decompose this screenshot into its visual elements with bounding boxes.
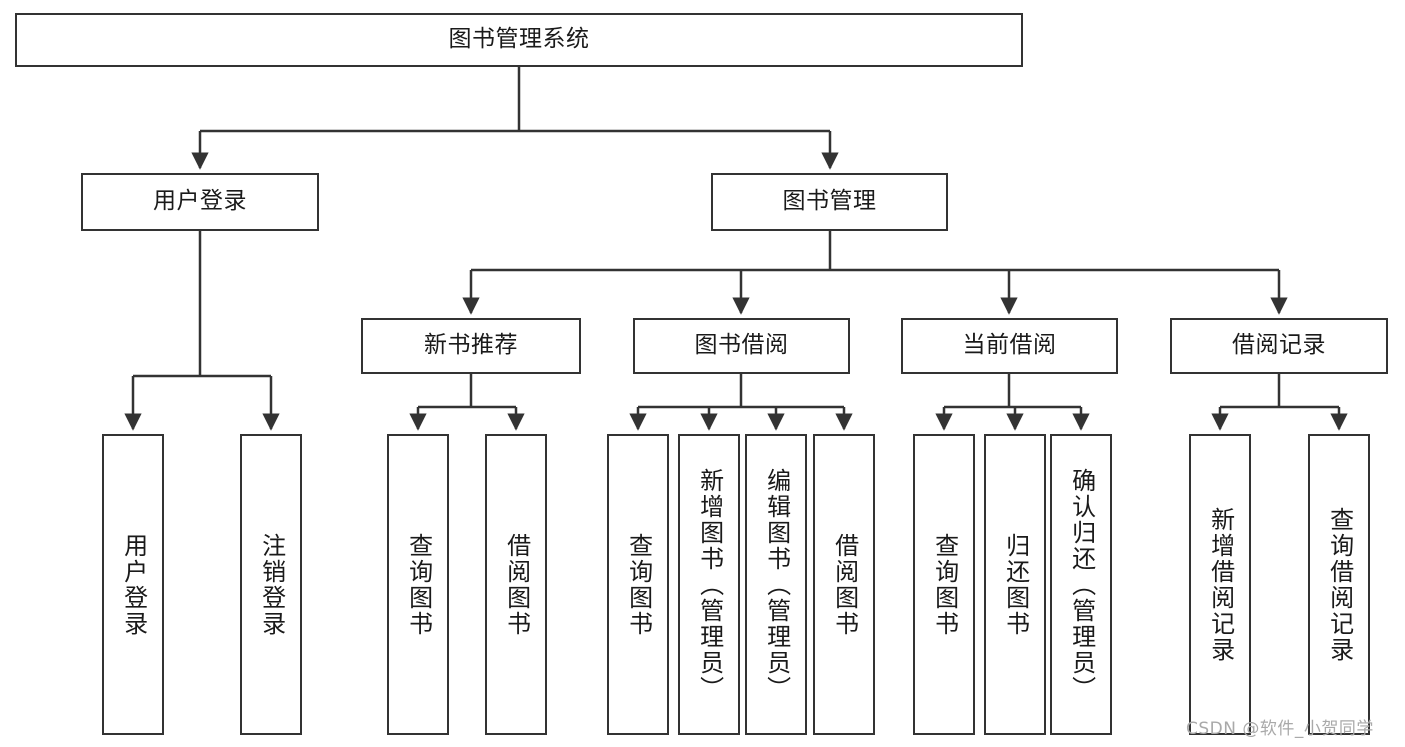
node-current-borrow-label: 当前借阅 [962,332,1057,359]
node-root-system[interactable]: 图书管理系统 [15,13,1023,67]
node-book-borrow-label: 图书借阅 [694,332,789,359]
leaf-node[interactable]: 确认归还（管理员） [1050,434,1112,735]
leaf-node[interactable]: 查询图书 [607,434,669,735]
node-book-management-label: 图书管理 [782,188,877,215]
leaf-node[interactable]: 借阅图书 [485,434,547,735]
leaf-node[interactable]: 注销登录 [240,434,302,735]
leaf-node-label: 用户登录 [119,532,148,637]
node-borrow-record-label: 借阅记录 [1232,332,1326,359]
leaf-node-label: 新增图书（管理员） [695,467,724,702]
leaf-node[interactable]: 新增图书（管理员） [678,434,740,735]
leaf-node-label: 借阅图书 [502,532,531,637]
node-user-login-label: 用户登录 [153,188,247,215]
leaf-node[interactable]: 查询借阅记录 [1308,434,1370,735]
leaf-node[interactable]: 查询图书 [387,434,449,735]
node-book-borrow[interactable]: 图书借阅 [633,318,850,374]
leaf-node-label: 注销登录 [257,532,286,637]
leaf-node[interactable]: 借阅图书 [813,434,875,735]
node-new-book-recommend[interactable]: 新书推荐 [361,318,581,374]
leaf-node[interactable]: 归还图书 [984,434,1046,735]
leaf-node-label: 编辑图书（管理员） [762,467,791,702]
leaf-node[interactable]: 编辑图书（管理员） [745,434,807,735]
leaf-node-label: 归还图书 [1001,532,1030,637]
leaf-node-label: 查询图书 [624,532,653,637]
node-borrow-record[interactable]: 借阅记录 [1170,318,1388,374]
node-current-borrow[interactable]: 当前借阅 [901,318,1118,374]
leaf-node-label: 新增借阅记录 [1206,506,1235,663]
leaf-node-label: 查询图书 [930,532,959,637]
leaf-node[interactable]: 新增借阅记录 [1189,434,1251,735]
leaf-node[interactable]: 用户登录 [102,434,164,735]
node-user-login[interactable]: 用户登录 [81,173,319,231]
node-new-book-recommend-label: 新书推荐 [424,332,518,359]
node-book-management[interactable]: 图书管理 [711,173,948,231]
node-root-label: 图书管理系统 [448,26,590,53]
leaf-node-label: 查询借阅记录 [1325,506,1354,663]
leaf-node-label: 确认归还（管理员） [1067,467,1096,702]
leaf-node[interactable]: 查询图书 [913,434,975,735]
leaf-node-label: 借阅图书 [830,532,859,637]
leaf-node-label: 查询图书 [404,532,433,637]
